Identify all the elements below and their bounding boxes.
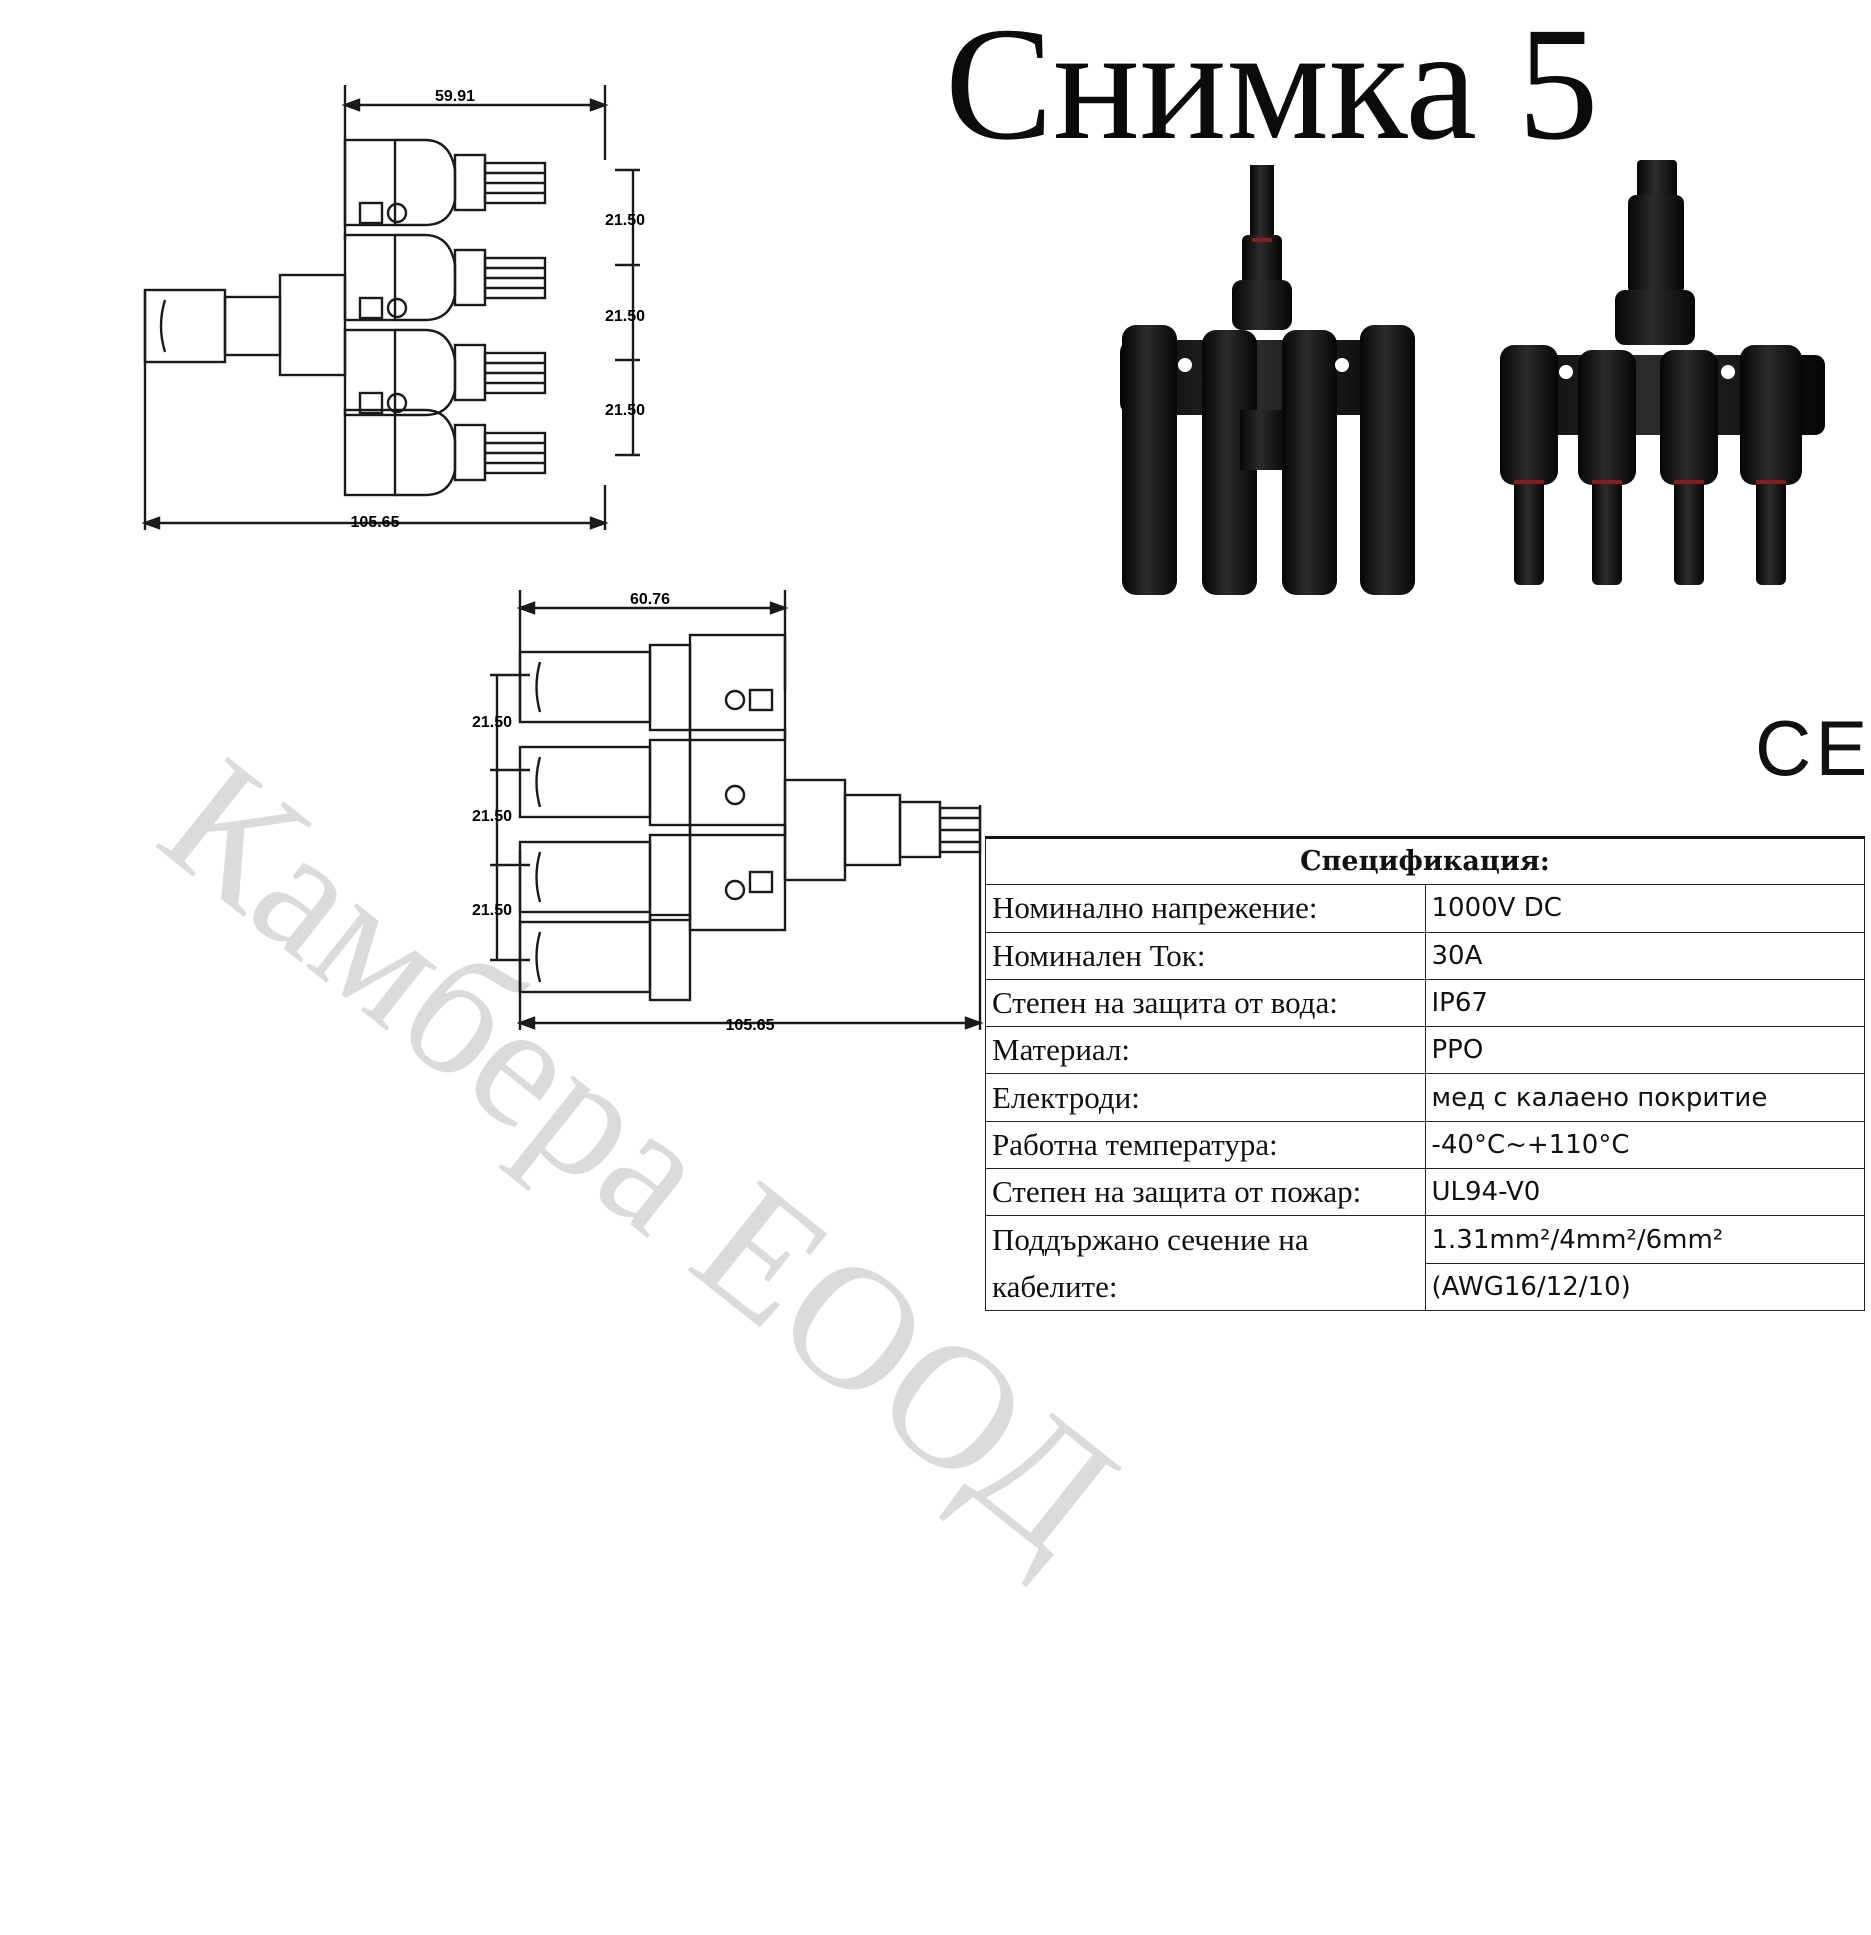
top-pitch-dim-1: 21.50 <box>605 212 645 229</box>
spec-label: Електроди: <box>985 1073 1426 1122</box>
ce-mark: CE <box>1755 704 1871 792</box>
top-width-dim: 59.91 <box>435 88 475 105</box>
technical-drawing-bottom: 60.76 21.50 21.50 21.50 105.65 <box>472 590 984 1034</box>
spec-value: PPO <box>1424 1026 1865 1075</box>
table-row: Номинален Ток: 30A <box>985 931 1865 980</box>
male-branch-connector <box>1120 165 1415 595</box>
bottom-length-dim: 105.65 <box>726 1017 775 1034</box>
bottom-pitch-dim-3: 21.50 <box>472 902 512 919</box>
bottom-pitch-dim-1: 21.50 <box>472 714 512 731</box>
product-photo <box>1120 160 1825 595</box>
page-title: Снимка 5 <box>945 0 1599 174</box>
spec-label: Номинално напрежение: <box>985 884 1426 933</box>
table-row: Материал: PPO <box>985 1026 1865 1075</box>
table-row: Поддържано сечение на 1.31mm²/4mm²/6mm² <box>985 1215 1865 1264</box>
specification-table: Спецификация: Номинално напрежение: 1000… <box>985 835 1865 1312</box>
spec-value: мед с калаено покритие <box>1424 1073 1865 1122</box>
table-row: Степен на защита от пожар: UL94-V0 <box>985 1168 1865 1217</box>
spec-value: UL94-V0 <box>1424 1168 1865 1217</box>
spec-label: Работна температура: <box>985 1120 1426 1170</box>
bottom-width-dim: 60.76 <box>630 591 670 608</box>
top-length-dim: 105.65 <box>351 514 400 531</box>
spec-label: Поддържано сечение на <box>985 1215 1426 1264</box>
table-row: кабелите: (AWG16/12/10) <box>985 1262 1865 1312</box>
spec-value: -40°C~+110°C <box>1424 1120 1865 1170</box>
spec-label: Степен на защита от вода: <box>985 978 1426 1028</box>
top-pitch-dim-2: 21.50 <box>605 308 645 325</box>
spec-value: 1000V DC <box>1424 884 1865 933</box>
bottom-pitch-dim-2: 21.50 <box>472 808 512 825</box>
spec-value: 1.31mm²/4mm²/6mm² <box>1424 1215 1865 1264</box>
table-row: Степен на защита от вода: IP67 <box>985 978 1865 1028</box>
spec-label: кабелите: <box>985 1263 1426 1312</box>
table-row: Работна температура: -40°C~+110°C <box>985 1120 1865 1170</box>
spec-value: (AWG16/12/10) <box>1424 1262 1865 1312</box>
top-pitch-dim-3: 21.50 <box>605 402 645 419</box>
spec-label: Степен на защита от пожар: <box>985 1168 1426 1217</box>
table-row: Електроди: мед с калаено покритие <box>985 1073 1865 1122</box>
spec-value: IP67 <box>1424 978 1865 1028</box>
female-branch-connector <box>1500 160 1825 585</box>
table-row: Номинално напрежение: 1000V DC <box>985 884 1865 933</box>
spec-label: Номинален Ток: <box>985 931 1426 980</box>
spec-value: 30A <box>1424 931 1865 980</box>
spec-label: Материал: <box>985 1026 1426 1075</box>
technical-drawing-top: 59.91 21.50 21.50 21.50 105.65 <box>141 85 645 531</box>
spec-header: Спецификация: <box>985 835 1865 886</box>
